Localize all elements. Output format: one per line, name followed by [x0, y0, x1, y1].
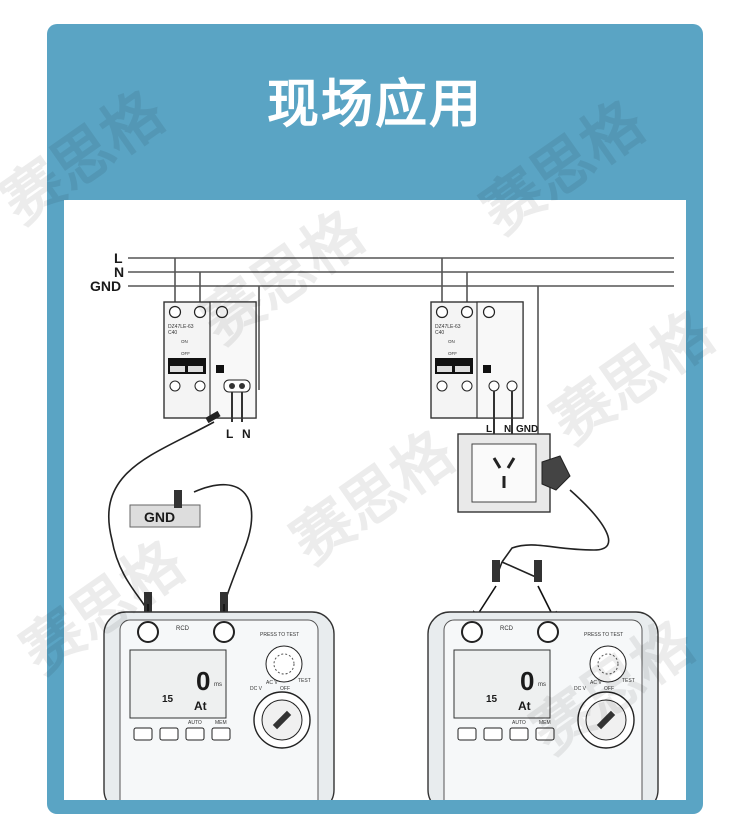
left-meter: RCD PRESS TO TEST 0 ms 15 At DC V AC V O… — [103, 611, 335, 800]
probe-right — [492, 560, 542, 582]
wire-label-gnd: GND — [90, 278, 121, 294]
right-meter-display-main: 0 — [520, 666, 534, 696]
right-breaker-on: ON — [448, 339, 455, 344]
left-breaker-rating: C40 — [168, 330, 177, 336]
right-breaker-rating: C40 — [435, 330, 444, 336]
left-meter-display-sub-left: 15 — [162, 694, 174, 705]
left-meter-off: OFF — [280, 686, 290, 692]
right-meter-press: PRESS TO TEST — [584, 632, 623, 638]
left-meter-test: TEST — [298, 678, 311, 684]
left-breaker-off: OFF — [181, 351, 190, 356]
ground-probe: GND — [129, 490, 201, 528]
left-terminal-n: N — [242, 427, 251, 441]
left-meter-rcd: RCD — [176, 626, 190, 632]
wiring-diagram: L N GND DZ47LE-63 C40 ON OFF L N DZ47LE-… — [90, 250, 674, 800]
page-title: 现场应用 — [266, 75, 483, 135]
bus-wires — [128, 257, 674, 435]
right-meter-dcv: DC V — [574, 686, 587, 692]
left-meter-btn-auto: AUTO — [188, 720, 202, 726]
left-breaker-on: ON — [181, 339, 188, 344]
wire-label-n: N — [114, 264, 124, 280]
left-meter-acv: AC V — [266, 680, 278, 686]
diagram-area: L N GND DZ47LE-63 C40 ON OFF L N DZ47LE-… — [64, 200, 686, 800]
wall-socket — [457, 433, 571, 513]
right-breaker-off: OFF — [448, 351, 457, 356]
right-meter-rcd: RCD — [500, 626, 514, 632]
right-meter-display-sub-left: 15 — [486, 694, 498, 705]
right-meter-off: OFF — [604, 686, 614, 692]
wire-label-l: L — [114, 250, 123, 266]
probe-left — [144, 410, 228, 614]
right-terminal-gnd: GND — [516, 424, 538, 435]
right-meter-btn-auto: AUTO — [512, 720, 526, 726]
left-terminal-pins — [231, 392, 243, 422]
left-meter-dcv: DC V — [250, 686, 263, 692]
right-meter-display-unit: ms — [538, 682, 546, 688]
left-meter-btn-mem: MEM — [215, 720, 227, 726]
right-meter: RCD PRESS TO TEST 0 ms 15 At DC V AC V O… — [427, 611, 659, 800]
right-terminal-pins — [493, 391, 513, 435]
left-terminal-l: L — [226, 427, 233, 441]
right-breaker-model: DZ47LE-63 — [435, 324, 461, 330]
right-meter-btn-mem: MEM — [539, 720, 551, 726]
right-meter-test: TEST — [622, 678, 635, 684]
right-breaker: DZ47LE-63 C40 ON OFF — [430, 301, 524, 419]
left-breaker: DZ47LE-63 C40 ON OFF — [163, 301, 257, 419]
left-meter-display-main: 0 — [196, 666, 210, 696]
right-terminal-n: N — [504, 424, 511, 435]
ground-tag: GND — [144, 509, 175, 525]
left-meter-display-sub-right: At — [194, 699, 207, 713]
right-meter-display-sub-right: At — [518, 699, 531, 713]
left-meter-press: PRESS TO TEST — [260, 632, 299, 638]
right-meter-acv: AC V — [590, 680, 602, 686]
left-breaker-model: DZ47LE-63 — [168, 324, 194, 330]
right-terminal-l: L — [486, 424, 492, 435]
left-meter-display-unit: ms — [214, 682, 222, 688]
